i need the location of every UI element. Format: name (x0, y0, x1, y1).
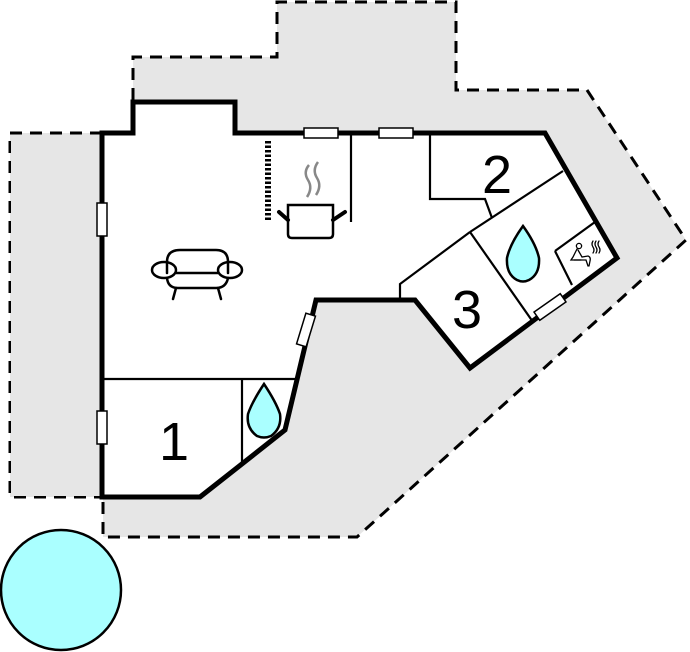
sauna-icon (569, 240, 601, 267)
sofa-icon (150, 248, 244, 301)
windows (96, 127, 568, 445)
room-label-3: 3 (452, 280, 482, 340)
water-drop-icon (505, 223, 541, 283)
window (532, 292, 568, 322)
terrace-area (8, 0, 688, 539)
window (96, 202, 108, 237)
water-drop-icon (246, 381, 282, 439)
cooking-pot-icon (265, 141, 347, 240)
pool-icon (0, 528, 123, 652)
room-label-2: 2 (482, 145, 512, 205)
window (96, 410, 108, 445)
interior-walls (102, 133, 596, 462)
window (378, 127, 414, 139)
room-label-1: 1 (159, 412, 189, 472)
window (303, 127, 339, 139)
window (295, 312, 317, 348)
